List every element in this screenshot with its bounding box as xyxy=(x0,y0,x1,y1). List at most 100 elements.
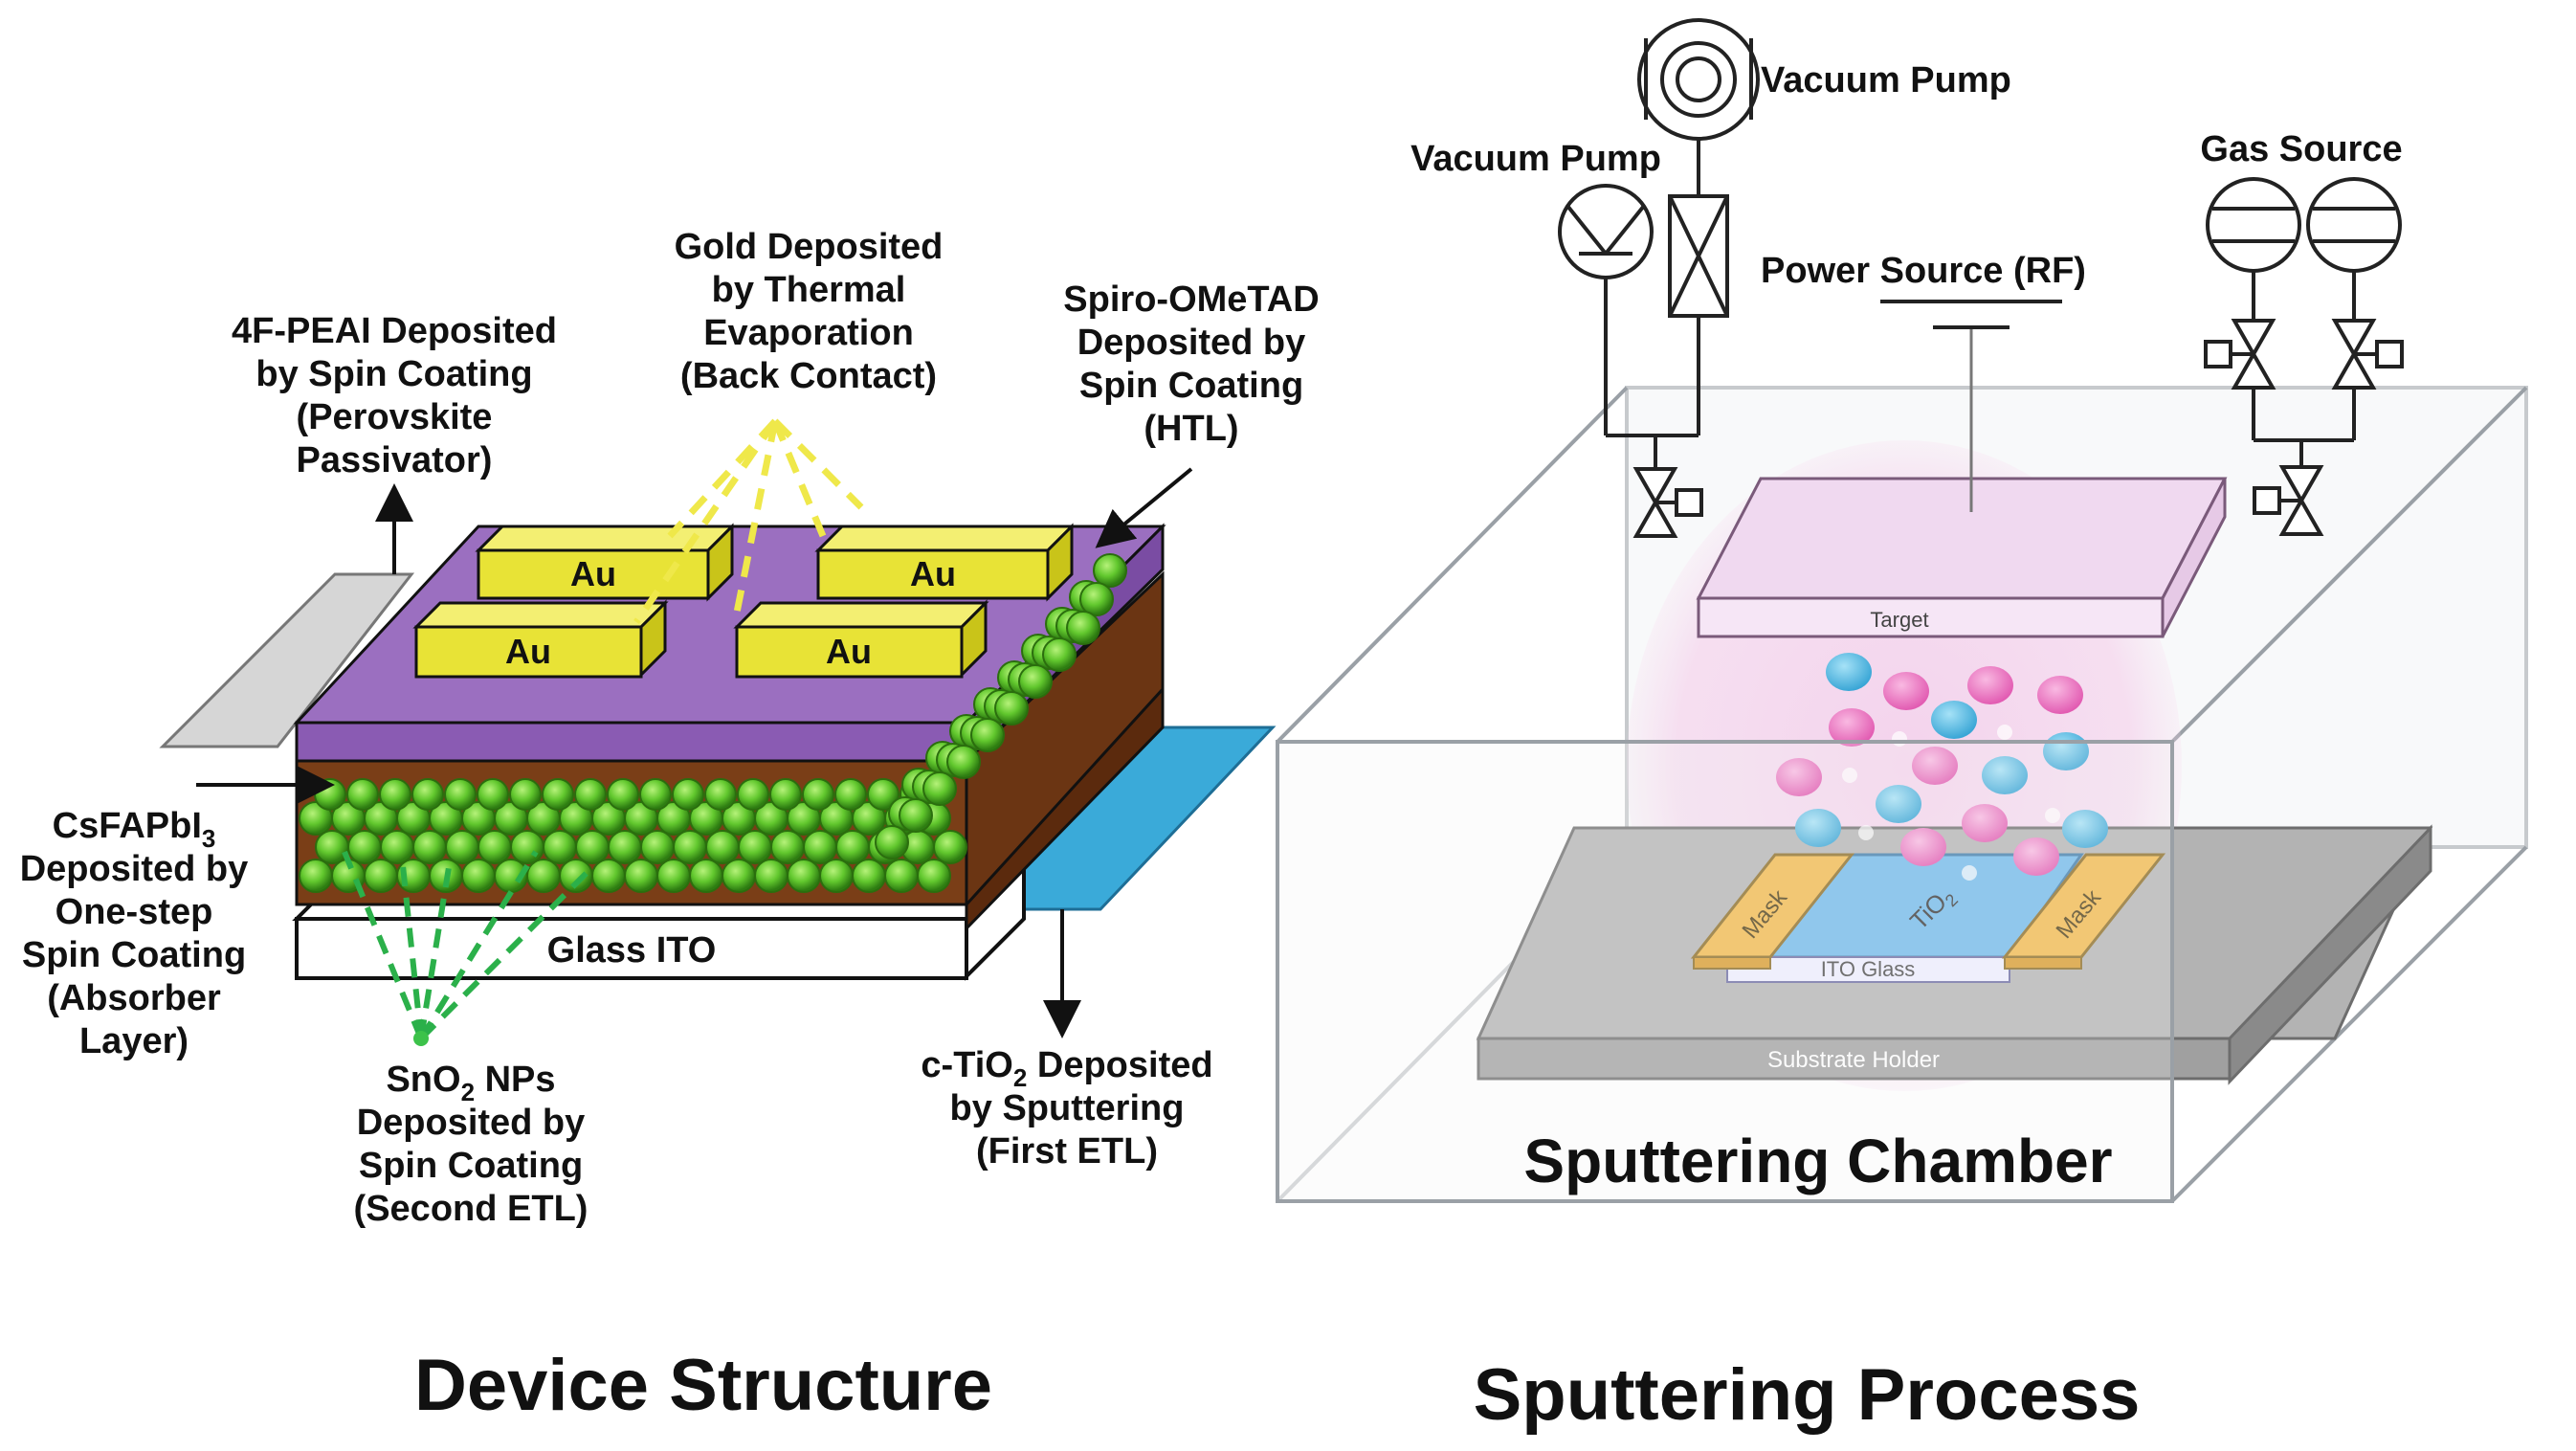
sno2-nanoparticle xyxy=(933,830,967,864)
svg-text:(Back Contact): (Back Contact) xyxy=(680,356,937,396)
au-label: Au xyxy=(826,632,872,671)
argon-ion xyxy=(1829,708,1875,747)
sno2-nanoparticle xyxy=(607,778,639,811)
sno2-nanoparticle xyxy=(461,859,496,893)
titanium-ion xyxy=(1931,701,1977,739)
label-peai: 4F-PEAI Deposited by Spin Coating (Perov… xyxy=(232,311,557,480)
label-csfapbi: CsFAPbI3 Deposited by One-step Spin Coat… xyxy=(20,806,249,1061)
titanium-ion xyxy=(2062,810,2108,848)
svg-text:c-TiO2 Deposited: c-TiO2 Deposited xyxy=(921,1045,1212,1092)
au-label: Au xyxy=(910,554,956,593)
sno2-nanoparticle xyxy=(835,830,870,864)
pointer-arrows xyxy=(196,467,1193,1038)
chamber-label: Sputtering Chamber xyxy=(1523,1127,2112,1195)
oxygen-ion xyxy=(1997,725,2012,740)
svg-text:by Thermal: by Thermal xyxy=(712,270,906,310)
svg-text:Spin Coating: Spin Coating xyxy=(1079,366,1303,406)
sno2-nanoparticle xyxy=(1018,664,1053,699)
sno2-nanoparticle xyxy=(542,778,574,811)
sno2-spray-lines xyxy=(342,850,596,1041)
sno2-nanoparticle xyxy=(639,778,672,811)
svg-text:by Spin Coating: by Spin Coating xyxy=(255,354,532,394)
sno2-nanoparticle xyxy=(704,778,737,811)
sno2-nanoparticle xyxy=(1066,611,1100,645)
sno2-nanoparticle xyxy=(737,778,769,811)
sno2-nanoparticle xyxy=(875,825,909,859)
sno2-nanoparticle xyxy=(364,859,398,893)
gold-electrodes: Au Au Au Au xyxy=(412,523,1076,679)
sno2-nanoparticle xyxy=(543,830,577,864)
au-label: Au xyxy=(570,554,616,593)
oxygen-ion xyxy=(1842,768,1857,783)
sno2-nanoparticle xyxy=(802,778,834,811)
argon-ion xyxy=(1776,758,1822,796)
argon-ion xyxy=(1883,672,1929,710)
sputtering-process: Target Substrate Holder ITO Glass TiO2 M… xyxy=(1276,18,2528,1436)
svg-text:Deposited by: Deposited by xyxy=(20,849,249,889)
sno2-nanoparticle xyxy=(314,778,346,811)
vacuum-pump-rough xyxy=(1558,184,1703,538)
target: Target xyxy=(1696,477,2228,638)
sno2-nanoparticle xyxy=(738,830,772,864)
sno2-nanoparticle xyxy=(994,691,1029,726)
svg-text:(HTL): (HTL) xyxy=(1144,409,1238,449)
svg-text:Evaporation: Evaporation xyxy=(703,313,914,353)
arrow-spiro xyxy=(1095,467,1193,548)
svg-text:by Sputtering: by Sputtering xyxy=(950,1088,1185,1128)
sno2-nanoparticle xyxy=(346,778,379,811)
sno2-nanoparticle xyxy=(299,859,333,893)
target-label: Target xyxy=(1870,608,1928,632)
au-electrode-front-left: Au xyxy=(412,599,669,679)
sno2-nanoparticle xyxy=(673,830,707,864)
sno2-nanoparticle xyxy=(899,798,933,833)
sno2-nanoparticle xyxy=(970,718,1005,752)
titanium-ion xyxy=(1876,785,1921,823)
sno2-nanoparticle xyxy=(1093,553,1127,588)
sno2-nanoparticle xyxy=(624,859,658,893)
sno2-nanoparticle xyxy=(315,830,349,864)
argon-ion xyxy=(2037,676,2083,714)
argon-ion xyxy=(2013,837,2059,876)
sno2-nanoparticle xyxy=(477,778,509,811)
label-sno2: SnO2 NPs Deposited by Spin Coating (Seco… xyxy=(354,1060,588,1229)
device-structure-title: Device Structure xyxy=(414,1345,992,1426)
sno2-nanoparticle xyxy=(477,830,512,864)
svg-text:Spin Coating: Spin Coating xyxy=(359,1146,583,1186)
oxygen-ion xyxy=(1858,825,1874,840)
svg-text:Spiro-OMeTAD: Spiro-OMeTAD xyxy=(1063,279,1319,320)
label-gold: Gold Deposited by Thermal Evaporation (B… xyxy=(675,227,944,396)
svg-text:Spin Coating: Spin Coating xyxy=(22,935,246,975)
sno2-nanoparticle xyxy=(852,859,886,893)
sno2-nanoparticle xyxy=(819,859,854,893)
sno2-nanoparticle xyxy=(867,778,899,811)
sputtering-process-title: Sputtering Process xyxy=(1474,1354,2141,1436)
argon-ion xyxy=(1962,804,2008,842)
svg-text:Deposited by: Deposited by xyxy=(1077,323,1306,363)
sno2-nanoparticle xyxy=(705,830,740,864)
svg-text:(Perovskite: (Perovskite xyxy=(297,397,493,437)
sno2-nanoparticle xyxy=(444,778,477,811)
svg-text:Passivator): Passivator) xyxy=(297,440,493,480)
argon-ion xyxy=(1967,666,2013,704)
gold-evaporation-beams xyxy=(633,418,864,624)
sno2-nanoparticle xyxy=(608,830,642,864)
svg-text:Deposited by: Deposited by xyxy=(357,1103,586,1143)
gas-source xyxy=(2204,177,2404,536)
sno2-nanoparticle xyxy=(656,859,691,893)
sno2-nanoparticle xyxy=(510,830,544,864)
argon-ion xyxy=(1912,747,1958,785)
svg-text:CsFAPbI3: CsFAPbI3 xyxy=(53,806,216,853)
svg-text:Layer): Layer) xyxy=(79,1021,189,1061)
svg-text:(First ETL): (First ETL) xyxy=(976,1131,1158,1172)
titanium-ion xyxy=(1982,756,2028,794)
label-tio2: c-TiO2 Deposited by Sputtering (First ET… xyxy=(921,1045,1212,1172)
argon-ion xyxy=(1900,828,1946,866)
sno2-nanoparticle xyxy=(412,830,447,864)
sno2-nanoparticle xyxy=(769,778,802,811)
svg-text:4F-PEAI Deposited: 4F-PEAI Deposited xyxy=(232,311,557,351)
sno2-nanoparticles xyxy=(299,553,1127,893)
sno2-nanoparticle xyxy=(946,745,981,779)
vacuum-pump-turbo xyxy=(1637,18,1760,437)
label-spiro: Spiro-OMeTAD Deposited by Spin Coating (… xyxy=(1063,279,1319,449)
sno2-nanoparticle xyxy=(445,830,479,864)
